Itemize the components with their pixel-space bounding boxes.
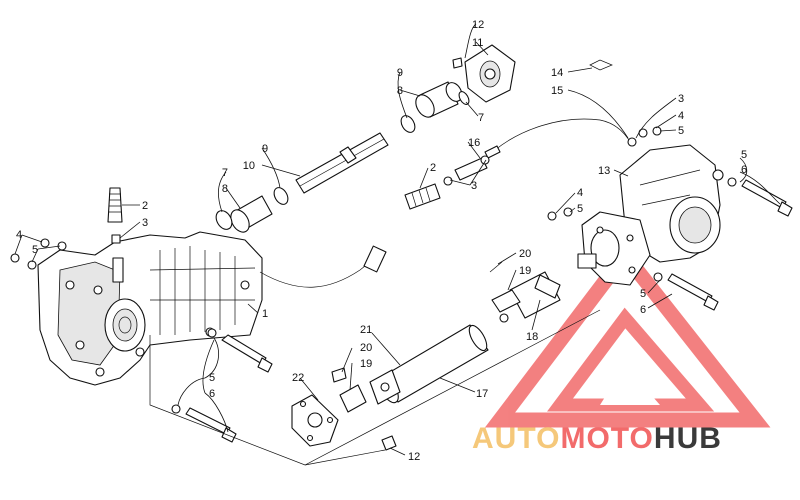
callout-5-lower-right: 5 [640, 288, 646, 300]
callout-6-farright: 6 [741, 164, 747, 176]
callout-11: 11 [472, 37, 483, 49]
left-lower-bolts [171, 328, 273, 443]
watermark-word-hub: HUB [654, 422, 722, 455]
assembly-boundary [149, 309, 601, 466]
callout-15: 15 [551, 85, 563, 97]
callout-12-bottom: 12 [408, 451, 420, 463]
callout-4-farleft: 4 [16, 229, 22, 241]
callout-1: 1 [262, 308, 268, 320]
callout-21: 21 [360, 324, 372, 336]
callout-5-mid: 5 [577, 203, 583, 215]
watermark-word-moto: MOTO [560, 422, 653, 455]
callout-5-lower-left: 5 [209, 372, 215, 384]
actuator-fitting [404, 155, 490, 210]
callout-7-left: 7 [222, 167, 228, 179]
callout-20-left: 20 [360, 342, 372, 354]
callout-5-farleft: 5 [32, 244, 38, 256]
callout-3-left: 3 [142, 217, 148, 229]
svg-text:AUTOMOTOHUB: AUTOMOTOHUB [472, 422, 722, 455]
callout-7-upper: 7 [478, 112, 484, 124]
callout-2-left: 2 [142, 200, 148, 212]
watermark-text: AUTOMOTOHUB [472, 422, 722, 455]
callout-3-center: 3 [471, 180, 477, 192]
callout-17: 17 [476, 388, 488, 400]
callout-6-lower-left: 6 [209, 388, 215, 400]
callout-2-center: 2 [430, 162, 436, 174]
bearing-housing [452, 44, 516, 103]
shift-cable [484, 59, 633, 159]
callout-14: 14 [551, 67, 563, 79]
callout-22: 22 [292, 372, 304, 384]
rear-yoke [489, 261, 561, 323]
callout-4-mid: 4 [577, 187, 583, 199]
watermark-word-auto: AUTO [472, 422, 560, 455]
callout-3-right: 3 [678, 93, 684, 105]
callout-9-upper: 9 [397, 67, 403, 79]
callout-13: 13 [598, 165, 610, 177]
callout-16: 16 [468, 137, 480, 149]
breather-fitting [107, 187, 123, 244]
callout-19-left: 19 [360, 358, 372, 370]
gear-case-assembly [37, 231, 387, 386]
leader-lines [14, 23, 781, 456]
callout-18: 18 [526, 331, 538, 343]
callout-6-lower-right: 6 [640, 304, 646, 316]
callout-9-left: 9 [262, 143, 268, 155]
callout-5-farright: 5 [741, 149, 747, 161]
callout-10: 10 [243, 160, 255, 172]
watermark-logo [484, 242, 771, 428]
rear-diff-hardware [547, 126, 793, 311]
front-output-shaft [215, 132, 389, 233]
callout-5-right: 5 [678, 125, 684, 137]
callout-8-upper: 8 [397, 85, 403, 97]
rear-differential [577, 144, 724, 286]
rear-output-boot [400, 81, 470, 133]
callout-4-right: 4 [678, 110, 684, 122]
part-callouts: 12 11 14 15 9 8 7 3 4 5 13 5 6 16 2 3 9 … [16, 19, 747, 463]
watermark-triangle [484, 242, 771, 428]
callout-12-top: 12 [472, 19, 484, 31]
drive-shaft [369, 324, 489, 405]
callout-8-left: 8 [222, 183, 228, 195]
front-u-joint [291, 367, 397, 451]
callout-19-right: 19 [519, 265, 531, 277]
callout-20-right: 20 [519, 248, 531, 260]
